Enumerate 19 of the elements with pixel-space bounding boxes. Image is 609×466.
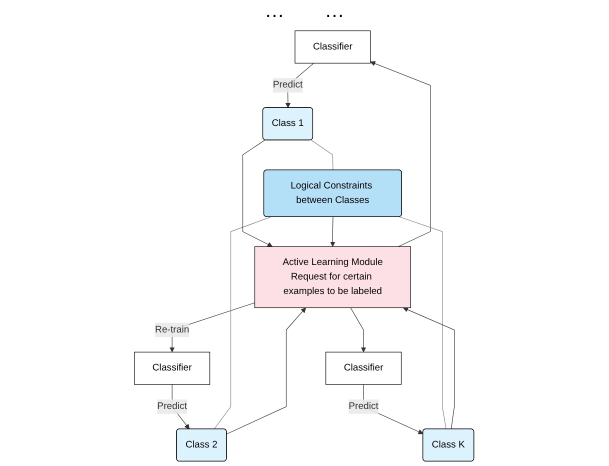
edge-label: Predict bbox=[348, 401, 379, 412]
arrow bbox=[330, 216, 336, 247]
node-box: Active Learning Module Request for certain examples to be labeled bbox=[254, 246, 412, 308]
arrow bbox=[242, 140, 273, 247]
edge-label: Predict bbox=[158, 401, 188, 412]
connector bbox=[311, 140, 334, 170]
arrow bbox=[226, 308, 306, 434]
edge-label: Re-train bbox=[155, 324, 190, 335]
ellipsis-text: … bbox=[264, 0, 284, 24]
arrow bbox=[403, 307, 455, 430]
edge-label: Predict bbox=[273, 80, 304, 90]
connector bbox=[214, 216, 272, 430]
arrow bbox=[370, 61, 432, 247]
ellipsis-text: … bbox=[324, 0, 344, 24]
connector bbox=[400, 216, 447, 430]
arrow bbox=[350, 307, 367, 352]
node-box: Classifier bbox=[326, 352, 402, 385]
node-box: Classifier bbox=[134, 352, 210, 385]
node-box: Classifier bbox=[295, 30, 372, 64]
